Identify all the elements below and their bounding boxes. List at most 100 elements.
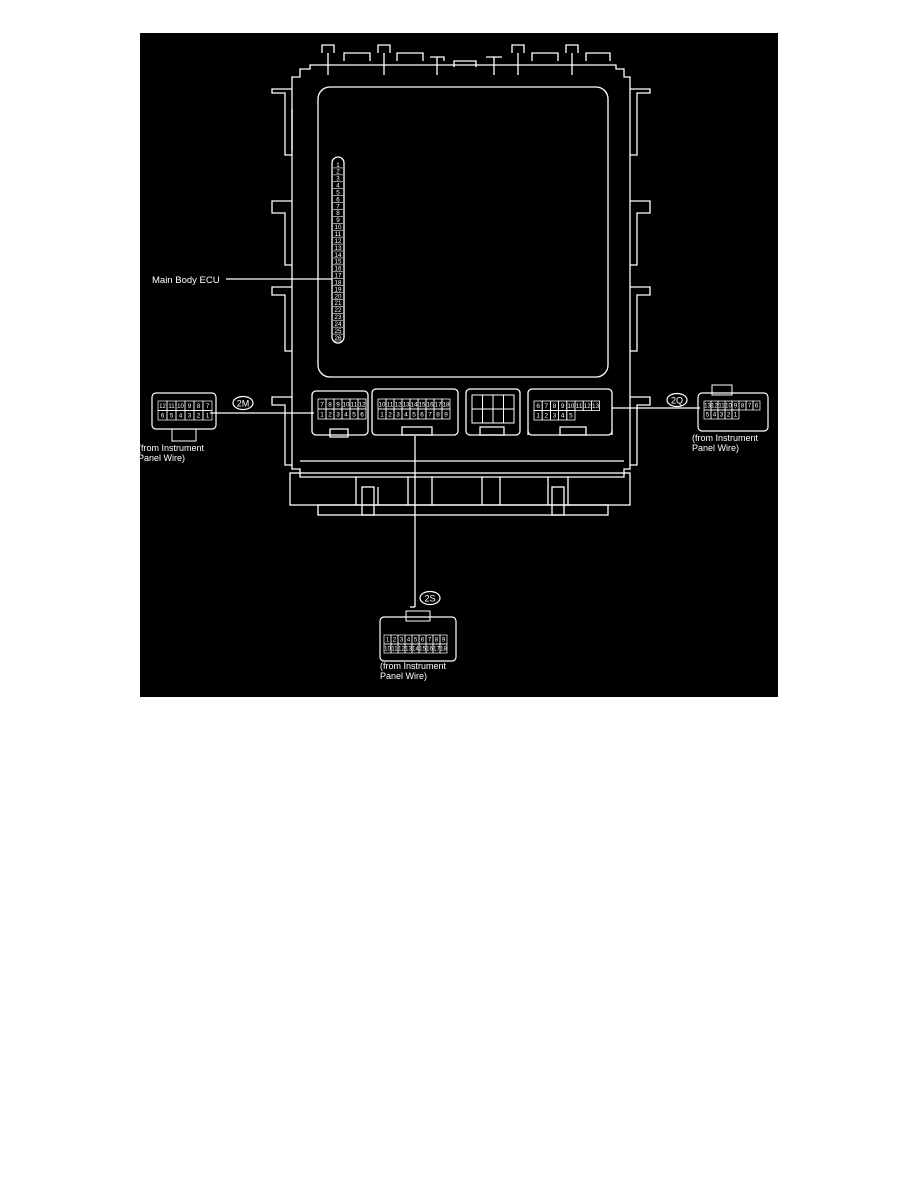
plug-pin-number: 13 [704,404,711,410]
connector-code: 2M [237,398,250,408]
socket-cell [441,408,451,420]
plug-pin-number: 11 [168,404,175,410]
pin-number: 3 [336,176,340,183]
tag-outline [232,395,254,411]
socket-pin-number: 14 [410,402,418,409]
socket-pin-number: 12 [394,402,402,409]
plug-pin-number: 10 [384,647,391,653]
pin-number: 23 [335,314,342,321]
plug-pin-number: 3 [400,638,404,644]
socket-cell [566,410,576,421]
pin-number: 22 [335,307,342,314]
plug-pin-number: 6 [755,404,759,410]
plug-shell [697,392,769,432]
plug-pin-number: 15 [419,647,426,653]
pin-number: 15 [335,259,342,266]
plug-pin-number: 5 [706,413,710,419]
socket-pin-number: 3 [396,412,400,419]
socket-pin-number: 13 [402,402,410,409]
plug-pin-number: 7 [748,404,752,410]
socket-pin-number: 6 [420,412,424,419]
ecu-housing [291,64,631,478]
socket-pin-number: 9 [336,402,340,409]
socket-pin-number: 1 [536,413,540,420]
socket-pin-number: 9 [561,403,565,410]
plug-cell [752,400,761,411]
socket-pin-number: 10 [378,402,386,409]
connector-note-line1: (from Instrument [380,661,447,671]
plug-latch [171,428,197,442]
pin-number: 21 [335,300,342,307]
pin-strip [331,156,345,344]
plug-cell [731,409,740,420]
plug-shell [379,616,457,662]
connector-note-line2: Panel Wire) [692,443,739,453]
plug-pin-number: 6 [421,638,425,644]
plug-pin-number: 8 [741,404,745,410]
plug-pin-number: 4 [179,414,183,420]
plug-pin-number: 13 [405,647,412,653]
plug-pin-number: 12 [398,647,405,653]
pin-number: 19 [335,286,342,293]
pin-number: 14 [335,252,342,259]
connector-tag-2m: 2M [232,395,254,411]
socket-pin-number: 15 [418,402,426,409]
connector-note-line2: Panel Wire) [380,671,427,681]
plug-pin-number: 18 [440,647,447,653]
socket-pin-number: 2 [388,412,392,419]
tag-outline [666,392,688,408]
socket-pin-number: 12 [584,403,592,410]
socket-pin-number: 2 [328,412,332,419]
right-side-tabs [630,88,651,466]
plug-pin-number: 1 [386,638,390,644]
pin-number: 9 [336,217,340,224]
pin-number: 7 [336,203,340,210]
plug-pin-number: 10 [177,404,184,410]
socket-pin-number: 8 [436,412,440,419]
socket-pin-number: 7 [545,403,549,410]
socket-pin-number: 12 [358,402,366,409]
socket-pin-number: 1 [320,412,324,419]
socket-pin-number: 3 [336,412,340,419]
socket-pin-number: 4 [404,412,408,419]
plug-pin-number: 2 [197,414,201,420]
socket-pin-number: 16 [426,402,434,409]
pin-number: 16 [335,266,342,273]
left-side-tabs [271,88,293,466]
plug-pin-number: 3 [188,414,192,420]
socket-pin-number: 13 [592,403,600,410]
plug-pin-number: 5 [170,414,174,420]
pin-number: 4 [336,183,340,190]
pin-number: 2 [336,169,340,176]
connector-tag-2s: 2S [419,590,441,606]
socket-pin-number: 5 [412,412,416,419]
connector-tag-2q: 2Q [666,392,688,408]
socket-pin-number: 2 [545,413,549,420]
pin-number: 26 [335,335,342,342]
socket-pin-number: 4 [561,413,565,420]
main-body-ecu-label: Main Body ECU [152,275,220,286]
plug-latch [711,384,733,396]
ecu-cover [317,86,609,378]
plug-latch [405,610,431,622]
plug-cell [439,643,448,654]
bottom-base [289,472,631,516]
pin-number: 6 [336,196,340,203]
socket-pin-number: 11 [576,403,583,410]
plug-pin-number: 4 [713,413,717,419]
plug-pin-number: 8 [435,638,439,644]
plug-pin-number: 9 [442,638,446,644]
socket-pin-number: 11 [387,402,394,409]
tag-outline [419,590,441,606]
plug-pin-number: 5 [414,638,418,644]
pin-number: 24 [335,321,342,328]
socket-pin-number: 18 [442,402,450,409]
socket-latches [329,426,613,438]
socket-pin-number: 11 [351,402,358,409]
